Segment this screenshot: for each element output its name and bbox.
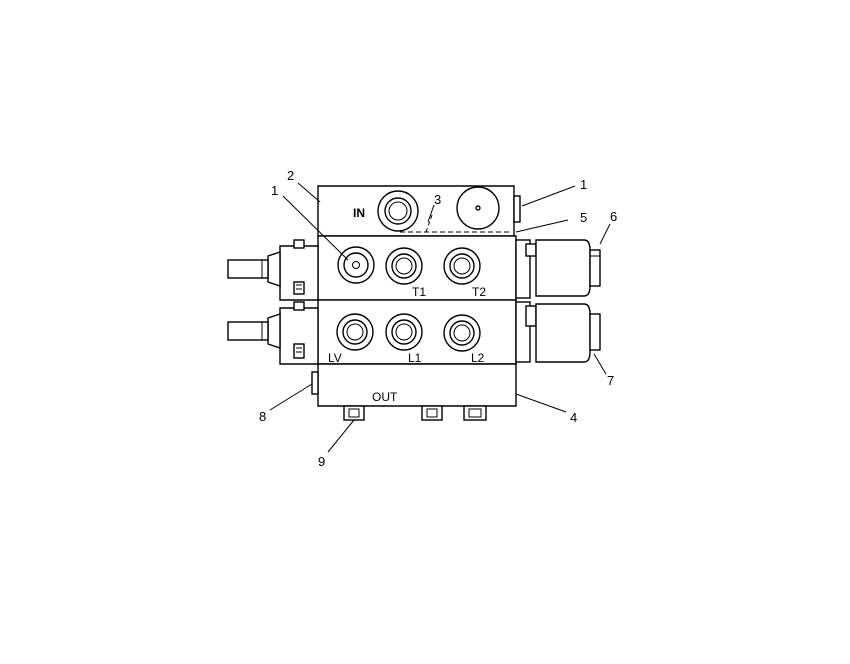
callout-7: 7 xyxy=(607,373,614,388)
port-label-l2: L2 xyxy=(471,351,485,365)
callout-2: 2 xyxy=(287,168,294,183)
callout-1-left: 1 xyxy=(271,183,278,198)
port-label-in: IN xyxy=(353,206,365,220)
callout-1-right: 1 xyxy=(580,177,587,192)
port-label-t1: T1 xyxy=(412,285,426,299)
callout-8: 8 xyxy=(259,409,266,424)
outlet-section xyxy=(311,363,517,421)
inlet-section xyxy=(317,185,521,237)
port-label-t2: T2 xyxy=(472,285,486,299)
port-label-l1: L1 xyxy=(408,351,422,365)
port-label-lv: LV xyxy=(328,351,342,365)
callout-6: 6 xyxy=(610,209,617,224)
callout-9: 9 xyxy=(318,454,325,469)
callout-5: 5 xyxy=(580,210,587,225)
callout-3: 3 xyxy=(434,192,441,207)
port-label-out: OUT xyxy=(372,390,398,404)
work-section-lower xyxy=(227,299,601,365)
callout-4: 4 xyxy=(570,410,577,425)
leader-lines xyxy=(269,182,611,453)
